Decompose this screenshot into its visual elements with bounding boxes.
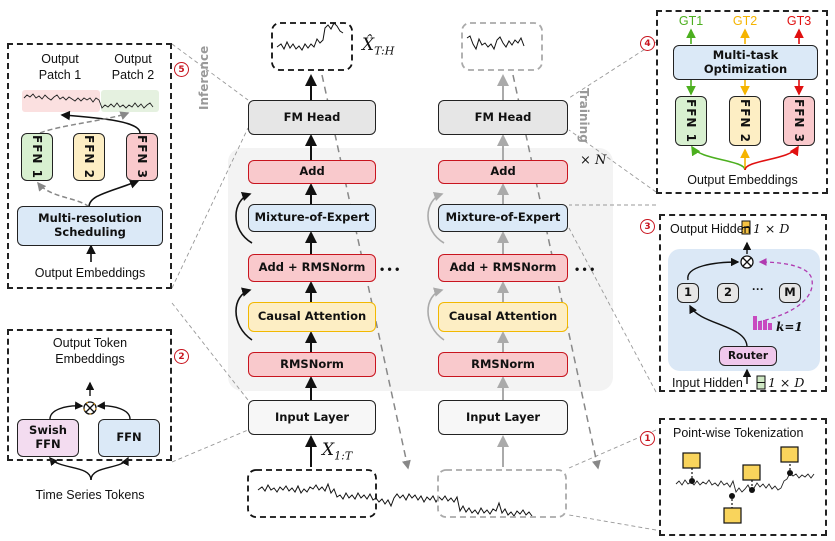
ffn-3-panel5[interactable]: FFN 3: [126, 133, 158, 181]
panel-2-footer: Time Series Tokens: [35, 488, 145, 502]
panel-3-badge: 3: [640, 219, 655, 234]
forecast-frame: [271, 22, 353, 71]
expert-2[interactable]: 2: [717, 283, 739, 303]
input-layer-inference[interactable]: Input Layer: [248, 400, 376, 435]
training-window-frame: [437, 469, 567, 518]
expert-ellipsis: ···: [752, 282, 764, 296]
panel-multi-resolution: [7, 43, 172, 289]
moe-training[interactable]: Mixture-of-Expert: [438, 204, 568, 232]
output-dim-label: 1 × D: [753, 221, 790, 236]
point-wise-tokenization-label: Point-wise Tokenization: [673, 426, 804, 440]
input-hidden-label: Input Hidden: [672, 376, 743, 390]
panel-2-badge: 2: [174, 349, 189, 364]
dimension-output-icon: [741, 220, 751, 235]
zoom-guide-lines: [171, 41, 657, 531]
training-label: Training: [577, 88, 591, 143]
forecast-output-label: X̂T:H: [362, 35, 395, 58]
gt3-label: GT3: [786, 14, 812, 28]
training-target-frame: [461, 22, 543, 71]
output-token-embeddings-label: Output Token Embeddings: [52, 336, 128, 366]
ffn-3-panel4[interactable]: FFN 3: [783, 96, 815, 146]
token-squares: [682, 446, 799, 524]
gt1-label: GT1: [678, 14, 704, 28]
add-inference[interactable]: Add: [248, 160, 376, 184]
moe-inference[interactable]: Mixture-of-Expert: [248, 204, 376, 232]
k-label: k=1: [776, 320, 803, 334]
router-box[interactable]: Router: [719, 346, 777, 366]
input-window-frame: [247, 469, 377, 518]
swish-ffn-box[interactable]: Swish FFN: [17, 419, 79, 457]
input-time-series-waveform: [257, 482, 533, 517]
output-patch-1-label: Output Patch 1: [38, 52, 82, 82]
panel-swiglu: [7, 329, 172, 461]
expert-m[interactable]: M: [779, 283, 801, 303]
ffn-1-panel4[interactable]: FFN 1: [675, 96, 707, 146]
repeat-label: × N: [580, 153, 607, 168]
output-patch-2-label: Output Patch 2: [111, 52, 155, 82]
dimension-input-icon: [756, 375, 766, 390]
ellipsis-left: • • •: [380, 262, 400, 276]
panel-4-badge: 4: [640, 36, 655, 51]
panel-5-footer: Output Embeddings: [34, 266, 146, 280]
input-layer-training[interactable]: Input Layer: [438, 400, 568, 435]
fm-head-training[interactable]: FM Head: [438, 100, 568, 135]
inference-label: Inference: [197, 45, 211, 110]
output-hidden-label: Output Hidden: [670, 222, 751, 236]
add-training[interactable]: Add: [438, 160, 568, 184]
panel-5-badge: 5: [174, 62, 189, 77]
ellipsis-right: • • •: [575, 262, 595, 276]
expert-1[interactable]: 1: [677, 283, 699, 303]
ffn-2-panel4[interactable]: FFN 2: [729, 96, 761, 146]
causal-attention-inference[interactable]: Causal Attention: [248, 302, 376, 332]
panel-1-badge: 1: [640, 431, 655, 446]
rmsnorm-training[interactable]: RMSNorm: [438, 352, 568, 377]
gt2-label: GT2: [732, 14, 758, 28]
ffn-1-panel5[interactable]: FFN 1: [21, 133, 53, 181]
multi-resolution-scheduling[interactable]: Multi-resolution Scheduling: [17, 206, 163, 246]
ffn-box-panel2[interactable]: FFN: [98, 419, 160, 457]
causal-attention-training[interactable]: Causal Attention: [438, 302, 568, 332]
panel-tokenization: [659, 418, 827, 536]
fm-head-inference[interactable]: FM Head: [248, 100, 376, 135]
ffn-2-panel5[interactable]: FFN 2: [73, 133, 105, 181]
router-histogram-icon: [753, 316, 772, 330]
panel-multi-task: [656, 10, 828, 194]
add-rmsnorm-training[interactable]: Add + RMSNorm: [438, 254, 568, 282]
rmsnorm-inference[interactable]: RMSNorm: [248, 352, 376, 377]
panel-4-footer: Output Embeddings: [687, 173, 798, 187]
add-rmsnorm-inference[interactable]: Add + RMSNorm: [248, 254, 376, 282]
multi-task-optimization[interactable]: Multi-task Optimization: [673, 45, 818, 80]
input-dim-label: 1 × D: [768, 375, 805, 390]
input-series-label: X1:T: [322, 440, 353, 463]
panel-moe-detail: [659, 214, 827, 392]
